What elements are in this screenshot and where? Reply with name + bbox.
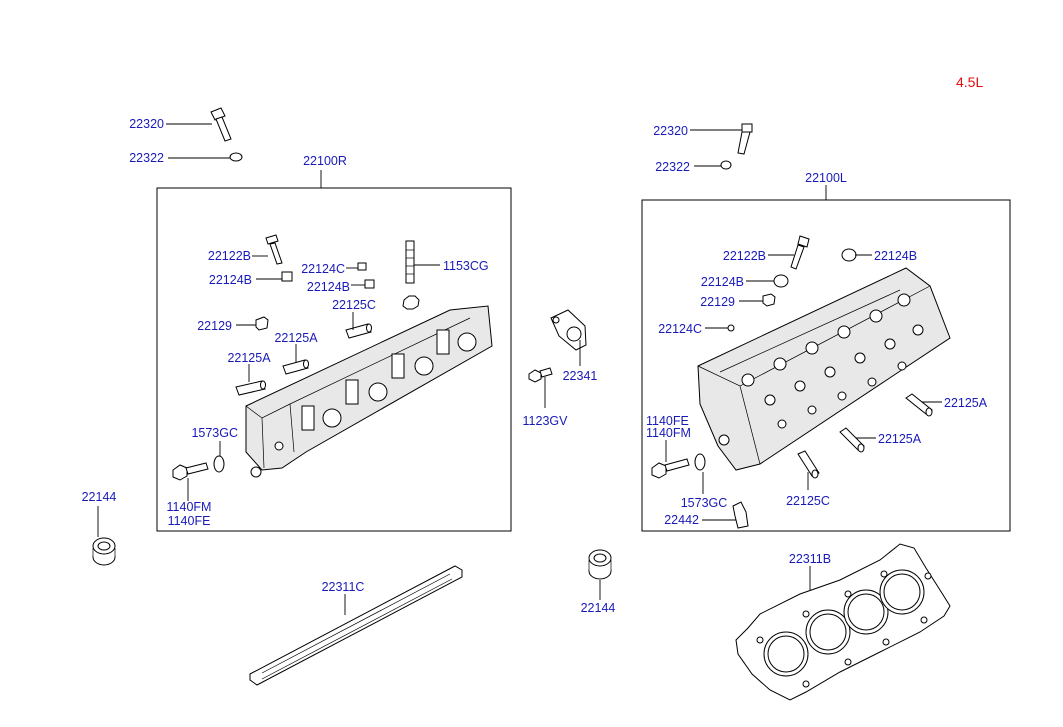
label-1573GC-l[interactable]: 1573GC [681,496,728,510]
lifter-22125A-l-2 [839,427,865,453]
label-22320-r[interactable]: 22320 [129,117,164,131]
label-22311C[interactable]: 22311C [322,580,365,594]
bolt-1123GV [528,367,553,383]
stud-22320-l [737,123,753,155]
label-22124B-r-2[interactable]: 22124B [307,280,350,294]
bracket-22341 [550,309,587,351]
part-22124B-l [773,274,789,288]
label-22144-r[interactable]: 22144 [82,490,117,504]
label-22311B[interactable]: 22311B [789,552,831,566]
label-22125C-r[interactable]: 22125C [332,298,376,312]
label-22144-m[interactable]: 22144 [581,601,616,615]
part-22124C-r [357,262,367,271]
label-22320-l[interactable]: 22320 [653,124,688,138]
label-1140FE-r[interactable]: 1140FE [168,514,211,528]
label-22122B-l[interactable]: 22122B [723,249,766,263]
label-22125A-l-1[interactable]: 22125A [944,396,988,410]
label-1140FE-l[interactable]: 1140FE [646,414,689,428]
part-22124C-l [727,324,735,332]
label-22322-r[interactable]: 22322 [129,151,164,165]
stud-1153CG [402,240,420,310]
label-22124C-r[interactable]: 22124C [301,262,345,276]
gasket-22311B [735,543,951,701]
washer-22322-r [229,152,243,162]
label-22442[interactable]: 22442 [664,513,699,527]
tappet-22124B-r [281,271,293,282]
seal-22144-m [588,549,612,580]
bolt-1140FM-r [172,462,209,481]
label-22124B-r[interactable]: 22124B [209,273,252,287]
label-1573GC-r[interactable]: 1573GC [191,426,238,440]
label-22100L[interactable]: 22100L [805,171,847,185]
part-22129-l [762,293,776,307]
label-22122B-r[interactable]: 22122B [208,249,251,263]
part-22129-r [255,316,269,331]
lifter-22125C-l [797,450,820,479]
engine-label: 4.5L [956,74,983,90]
label-22125A-r-2[interactable]: 22125A [227,351,271,365]
label-1140FM-r[interactable]: 1140FM [167,500,212,514]
label-1123GV[interactable]: 1123GV [523,414,569,428]
label-22125A-l-2[interactable]: 22125A [878,432,922,446]
oring-1573GC-l [694,453,706,471]
label-22341[interactable]: 22341 [563,369,598,383]
label-1140FM-l[interactable]: 1140FM [646,426,691,440]
part-22124B-r-2 [364,279,375,289]
label-22129-r[interactable]: 22129 [197,319,232,333]
lifter-22125C-r [345,323,372,339]
lifter-22125A-r-1 [282,359,309,375]
label-22129-l[interactable]: 22129 [700,295,735,309]
cylinder-head-r [245,305,493,478]
gasket-22311C [249,565,463,686]
part-22124B-l-2 [841,248,857,262]
label-22124B-l-2[interactable]: 22124B [874,249,917,263]
key-22442 [732,501,749,529]
label-22100R[interactable]: 22100R [303,154,347,168]
label-1153CG[interactable]: 1153CG [443,259,489,273]
label-22124C-l[interactable]: 22124C [658,322,702,336]
cylinder-head-r-frame [156,187,512,532]
oring-1573GC-r [213,455,225,473]
lifter-22125A-l-1 [905,393,933,417]
seal-22144-r [92,537,116,566]
label-22125A-r-1[interactable]: 22125A [274,331,318,345]
bolt-22122B-r [265,234,283,265]
cylinder-head-l [697,267,951,471]
stud-22320-r [210,107,232,142]
washer-22322-l [720,160,732,170]
label-22124B-l[interactable]: 22124B [701,275,744,289]
lifter-22125A-r-2 [235,380,266,396]
bolt-1140FM-l [651,458,690,479]
bolt-22122B-l [790,235,810,270]
label-22322-l[interactable]: 22322 [655,160,690,174]
label-22125C-l[interactable]: 22125C [786,494,830,508]
